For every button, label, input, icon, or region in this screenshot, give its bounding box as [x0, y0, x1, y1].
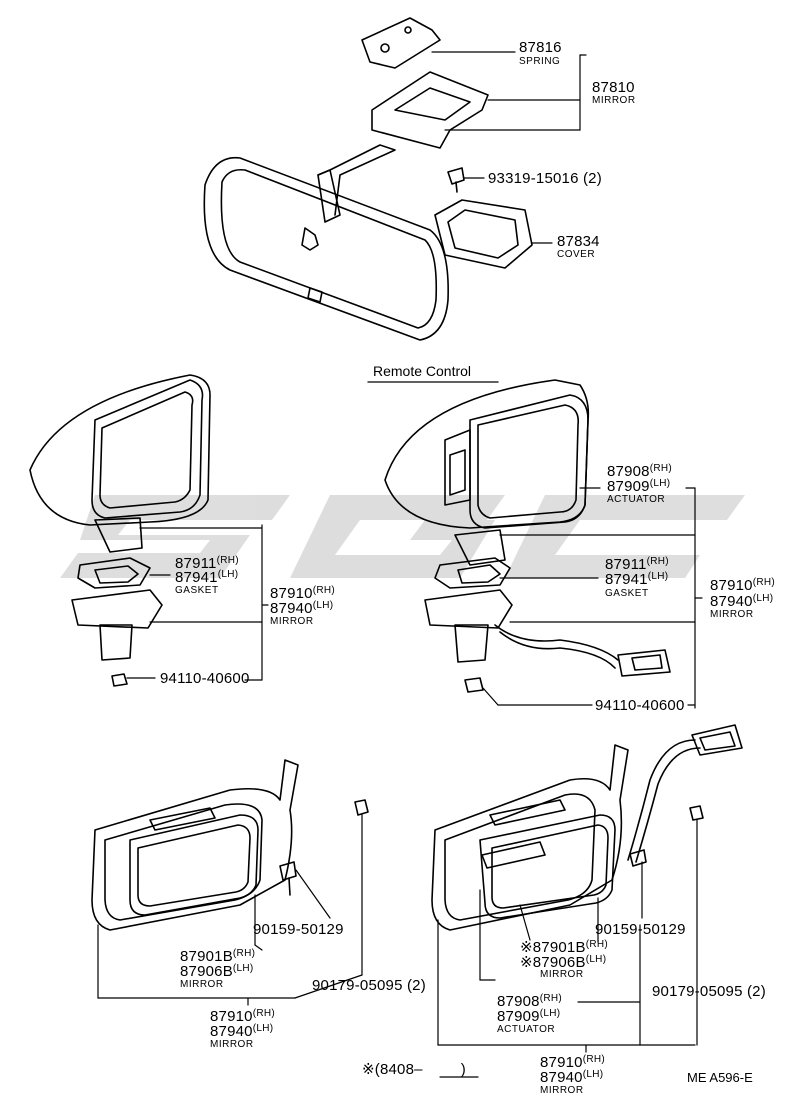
- br-glass-rh: ※87901B(RH): [520, 939, 608, 956]
- bottom-left-leaders: [97, 814, 363, 1006]
- br-mirror-name: MIRROR: [540, 1085, 584, 1096]
- mr-mirror-name: MIRROR: [710, 609, 754, 620]
- bl-clip-part-number: 90179-05095 (2): [312, 977, 426, 994]
- bl-mirror-name: MIRROR: [210, 1039, 254, 1050]
- watermark-logo: [60, 495, 745, 578]
- remote-control-heading: Remote Control: [373, 363, 472, 379]
- mr-actuator-name: ACTUATOR: [607, 494, 666, 505]
- bl-glass-rh: 87901B(RH): [180, 948, 256, 965]
- ml-gasket-lh: 87941(LH): [175, 569, 239, 586]
- br-actuator-rh: 87908(RH): [497, 993, 563, 1010]
- bl-glass-lh: 87906B(LH): [180, 963, 254, 980]
- mr-actuator-rh: 87908(RH): [607, 463, 673, 480]
- mid-left-leaders: [126, 524, 269, 681]
- mr-gasket-name: GASKET: [605, 588, 649, 599]
- diagram-code: ME A596-E: [687, 1070, 753, 1085]
- mr-gasket-rh: 87911(RH): [605, 556, 669, 573]
- br-actuator-name: ACTUATOR: [497, 1024, 556, 1035]
- br-glass-name: MIRROR: [540, 969, 584, 980]
- bl-glass-name: MIRROR: [180, 979, 224, 990]
- mr-gasket-lh: 87941(LH): [605, 571, 669, 588]
- mr-mirror-lh: 87940(LH): [710, 593, 774, 610]
- spring-part-number: 87816: [519, 39, 562, 56]
- br-mirror-rh: 87910(RH): [540, 1054, 606, 1071]
- spring-part-name: SPRING: [519, 56, 561, 67]
- mr-actuator-lh: 87909(LH): [607, 478, 671, 495]
- mr-nut-part-number: 94110-40600: [595, 697, 685, 714]
- inner-mirror-drawing: [203, 17, 533, 341]
- inner-mirror-part-name: MIRROR: [592, 95, 636, 106]
- cover-part-name: COVER: [557, 249, 596, 260]
- footer-production-note: ※(8408–): [362, 1061, 466, 1078]
- bl-mirror-lh: 87940(LH): [210, 1023, 274, 1040]
- bl-mirror-rh: 87910(RH): [210, 1008, 276, 1025]
- screw-part-number: 93319-15016 (2): [488, 170, 602, 187]
- br-mirror-lh: 87940(LH): [540, 1069, 604, 1086]
- br-actuator-lh: 87909(LH): [497, 1008, 561, 1025]
- ml-gasket-name: GASKET: [175, 585, 219, 596]
- ml-nut-part-number: 94110-40600: [160, 670, 250, 687]
- ml-mirror-rh: 87910(RH): [270, 585, 336, 602]
- br-glass-lh: ※87906B(LH): [520, 954, 607, 971]
- ml-mirror-lh: 87940(LH): [270, 600, 334, 617]
- ml-mirror-name: MIRROR: [270, 616, 314, 627]
- mr-mirror-rh: 87910(RH): [710, 577, 776, 594]
- ml-gasket-rh: 87911(RH): [175, 555, 239, 572]
- inner-mirror-part-number: 87810: [592, 79, 635, 96]
- bottom-left-mirror-drawing: [91, 759, 369, 931]
- bottom-right-mirror-drawing: [431, 724, 743, 931]
- br-clip-part-number: 90179-05095 (2): [652, 983, 766, 1000]
- br-screw-part-number: 90159-50129: [595, 921, 686, 938]
- bl-screw-part-number: 90159-50129: [253, 921, 344, 938]
- remote-door-mirror-drawing: [384, 379, 671, 693]
- bottom-right-leaders: [437, 819, 698, 1053]
- manual-door-mirror-drawing: [29, 374, 211, 687]
- cover-part-number: 87834: [557, 233, 600, 250]
- top-leaders: [431, 51, 587, 244]
- mid-right-leaders: [482, 487, 703, 709]
